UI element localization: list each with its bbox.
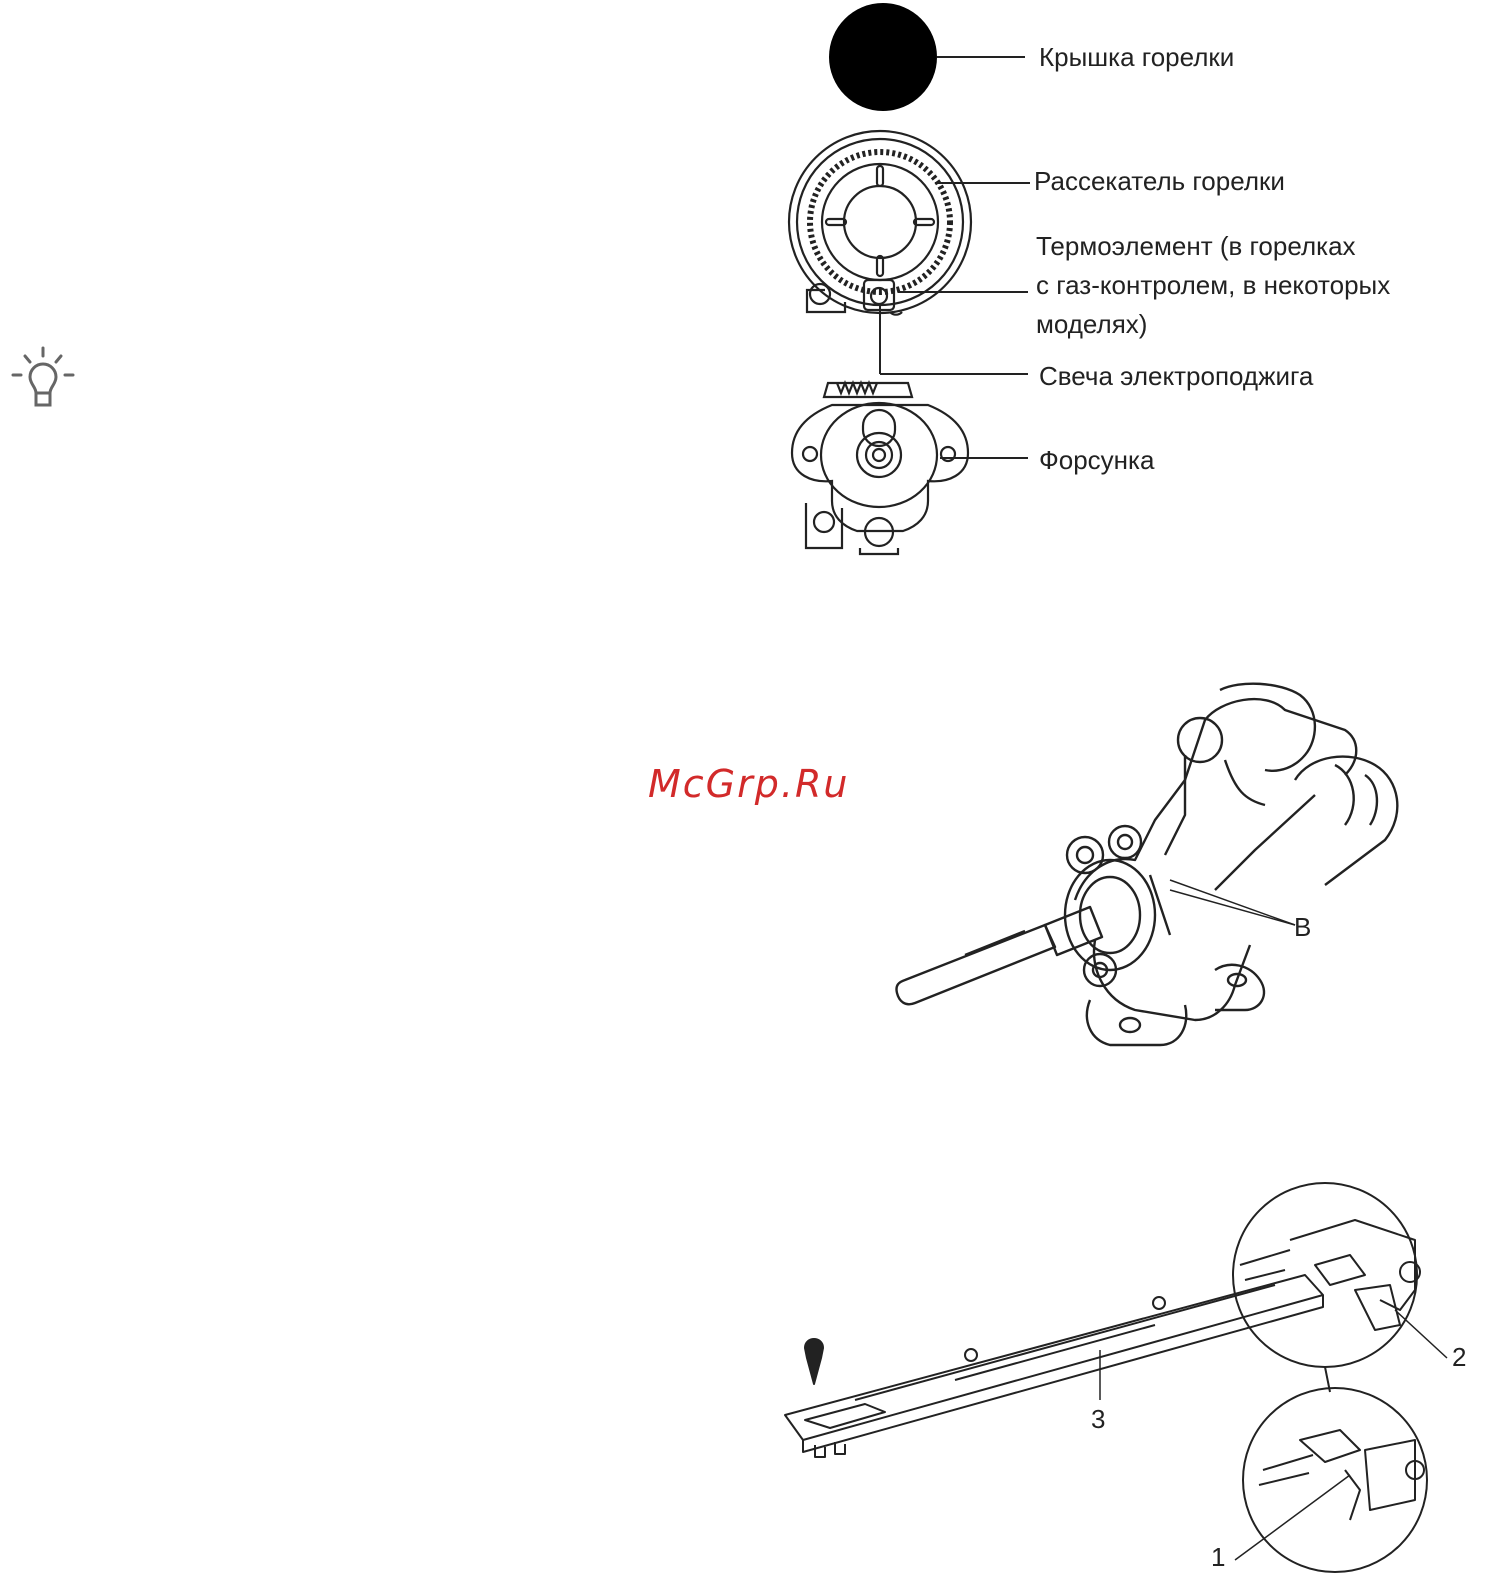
label-injector: Форсунка xyxy=(1039,441,1154,479)
burner-exploded-diagram xyxy=(780,0,1060,570)
callout-2: 2 xyxy=(1452,1342,1466,1373)
thermocouple-bar-diagram xyxy=(775,1180,1465,1571)
callout-3: 3 xyxy=(1091,1404,1105,1435)
label-ignition-plug: Свеча электроподжига xyxy=(1039,357,1313,395)
gas-valve-diagram xyxy=(895,680,1425,1060)
label-burner-cap: Крышка горелки xyxy=(1039,38,1234,76)
burner-spreader-drawing xyxy=(789,131,971,315)
lightbulb-icon xyxy=(8,345,78,415)
label-burner-spreader: Рассекатель горелки xyxy=(1034,162,1285,200)
injector-drawing xyxy=(792,383,968,554)
watermark: McGrp.Ru xyxy=(648,762,849,806)
label-thermocouple-line2: с газ-контролем, в некоторых xyxy=(1036,266,1390,304)
label-thermocouple-line3: моделях) xyxy=(1036,305,1147,343)
burner-cap-drawing xyxy=(829,3,937,111)
callout-b: B xyxy=(1294,912,1311,943)
label-thermocouple-line1: Термоэлемент (в горелках xyxy=(1036,227,1356,265)
callout-1: 1 xyxy=(1211,1542,1225,1573)
